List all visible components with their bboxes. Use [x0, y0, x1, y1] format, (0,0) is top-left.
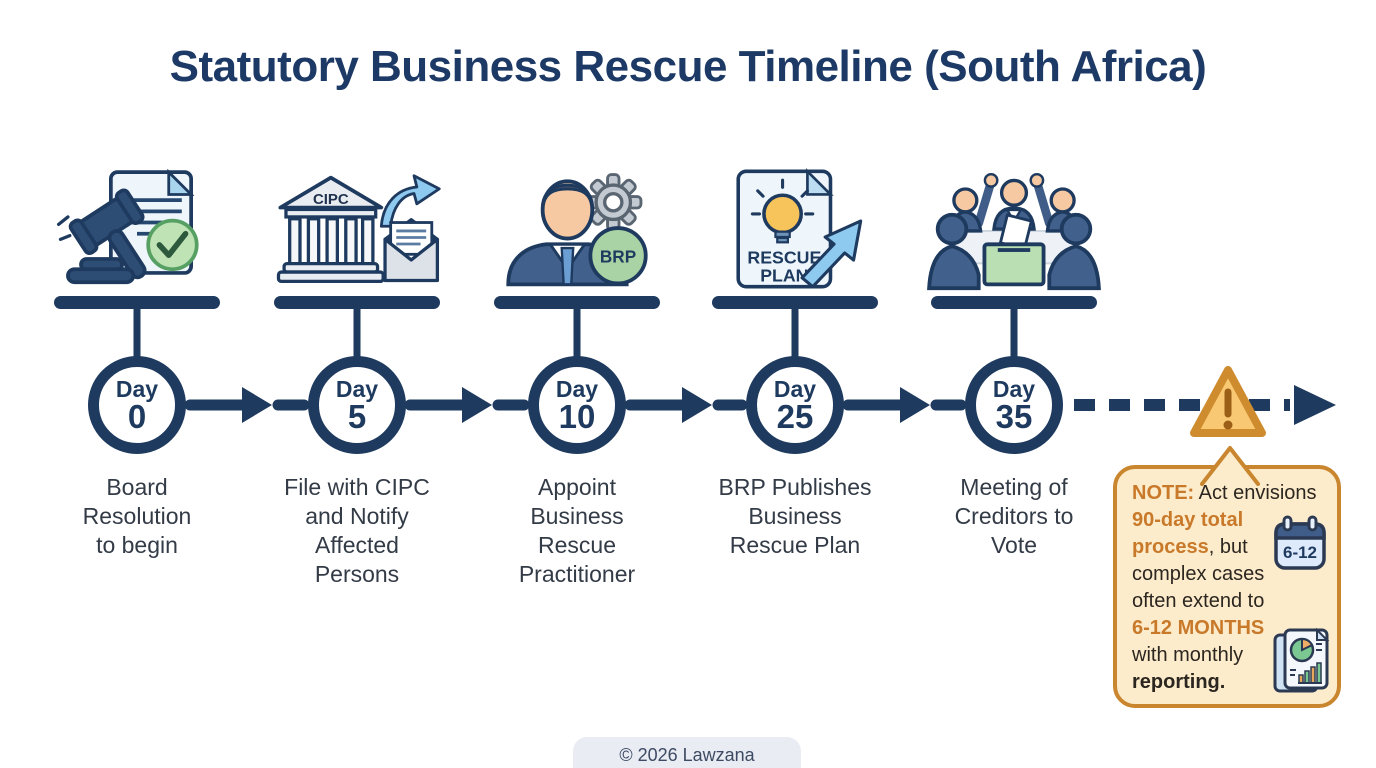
day-circle: Day 35: [965, 356, 1063, 454]
note-pointer: [1200, 446, 1260, 486]
timeline-stem: [1010, 308, 1018, 360]
day-word: Day: [773, 375, 817, 402]
milestone-label: BRP Publishes Business Rescue Plan: [718, 474, 872, 558]
milestone-day-25: RESCUE PLAN Day 25 BRP Publishes Busines…: [685, 165, 905, 605]
day-number: 5: [347, 397, 367, 435]
calendar-icon: 6-12: [1274, 515, 1326, 570]
note-line: process, but: [1132, 536, 1248, 558]
timeline-bar: [494, 296, 660, 309]
note-line: with monthly: [1132, 644, 1244, 666]
warning-icon: !: [1190, 366, 1266, 437]
calendar-label: 6-12: [1283, 543, 1317, 562]
brp-appointment-icon: BRP: [477, 165, 677, 292]
day-word: Day: [335, 375, 379, 402]
dashed-extension-arrow: [1074, 385, 1336, 425]
timeline-stem: [573, 308, 581, 360]
timeline-bar: [54, 296, 220, 309]
milestone-label: File with CIPC and Notify Affected Perso…: [284, 474, 430, 587]
cipc-filing-icon: CIPC: [257, 165, 457, 292]
milestone-day-10: BRP Day 10 Appoint Business Rescue Pract…: [467, 165, 687, 605]
day-circle: Day 10: [528, 356, 626, 454]
day-word: Day: [992, 375, 1036, 402]
gavel-document-icon: [37, 165, 237, 292]
day-circle: Day 5: [308, 356, 406, 454]
note-line: often extend to: [1132, 590, 1265, 612]
day-word: Day: [555, 375, 599, 402]
milestone-day-35: Day 35 Meeting of Creditors to Vote: [904, 165, 1124, 605]
note-line: NOTE: Act envisions: [1132, 482, 1317, 504]
day-number: 25: [776, 397, 814, 435]
arrow-day5-day10: [404, 387, 530, 423]
page-title: Statutory Business Rescue Timeline (Sout…: [169, 42, 1207, 91]
note-line: complex cases: [1132, 563, 1265, 585]
note-box: NOTE: Act envisions 90-day total process…: [1113, 465, 1341, 708]
brp-text: BRP: [600, 246, 636, 266]
note-line: 90-day total: [1132, 509, 1244, 531]
plan-text: PLAN: [760, 265, 808, 285]
day-circle: Day 0: [88, 356, 186, 454]
timeline-bar: [274, 296, 440, 309]
arrow-day25-day35: [842, 387, 967, 423]
arrow-day0-day5: [184, 387, 310, 423]
milestone-label: Meeting of Creditors to Vote: [954, 474, 1074, 558]
day-number: 35: [995, 397, 1033, 435]
rescue-plan-icon: RESCUE PLAN: [695, 165, 895, 292]
timeline-bar: [931, 296, 1097, 309]
timeline-stem: [791, 308, 799, 360]
milestone-day-5: CIPC Day 5: [247, 165, 467, 605]
day-number: 10: [558, 397, 596, 435]
creditors-vote-icon: [914, 165, 1114, 292]
note-line: reporting.: [1132, 671, 1226, 693]
report-icon: [1273, 627, 1330, 693]
timeline-stem: [133, 308, 141, 360]
note-line: 6-12 MONTHS: [1132, 617, 1265, 639]
day-number: 0: [127, 397, 147, 435]
footer-credit: © 2026 Lawzana: [573, 737, 801, 768]
day-circle: Day 25: [746, 356, 844, 454]
arrow-day10-day25: [624, 387, 748, 423]
rescue-text: RESCUE: [747, 248, 821, 268]
day-word: Day: [115, 375, 159, 402]
timeline-stem: [353, 308, 361, 360]
milestone-day-0: Day 0 Board Resolution to begin: [27, 165, 247, 605]
timeline-bar: [712, 296, 878, 309]
milestone-label: Board Resolution to begin: [82, 474, 192, 558]
milestone-label: Appoint Business Rescue Practitioner: [518, 474, 636, 587]
cipc-text: CIPC: [313, 191, 349, 208]
